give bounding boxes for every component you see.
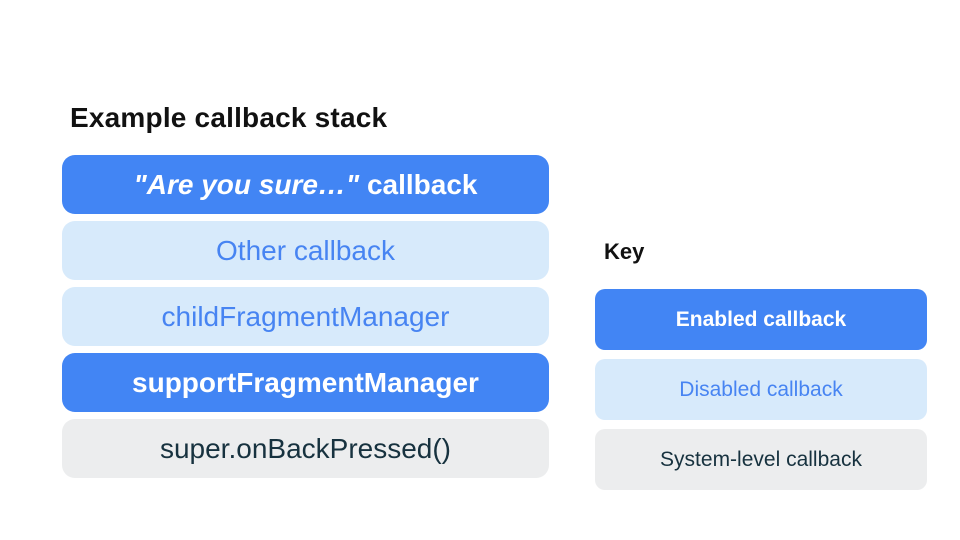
key-item-enabled-callback: Enabled callback — [595, 289, 927, 350]
diagram-title: Example callback stack — [70, 102, 388, 133]
key-legend: Enabled callback Disabled callback Syste… — [595, 289, 927, 490]
stack-item-are-you-sure-callback: "Are you sure…" callback — [62, 155, 549, 214]
key-label: Key — [604, 239, 645, 264]
stack-item-rest-text: callback — [359, 168, 478, 200]
callback-stack: "Are you sure…" callback Other callback … — [62, 155, 549, 478]
key-item-disabled-callback: Disabled callback — [595, 359, 927, 420]
stack-item-other-callback: Other callback — [62, 221, 549, 280]
key-item-system-level-callback: System-level callback — [595, 429, 927, 490]
stack-item-childfragmentmanager: childFragmentManager — [62, 287, 549, 346]
stack-item-super-onbackpressed: super.onBackPressed() — [62, 419, 549, 478]
stack-item-quoted-text: "Are you sure…" — [133, 168, 360, 200]
stack-item-supportfragmentmanager: supportFragmentManager — [62, 353, 549, 412]
